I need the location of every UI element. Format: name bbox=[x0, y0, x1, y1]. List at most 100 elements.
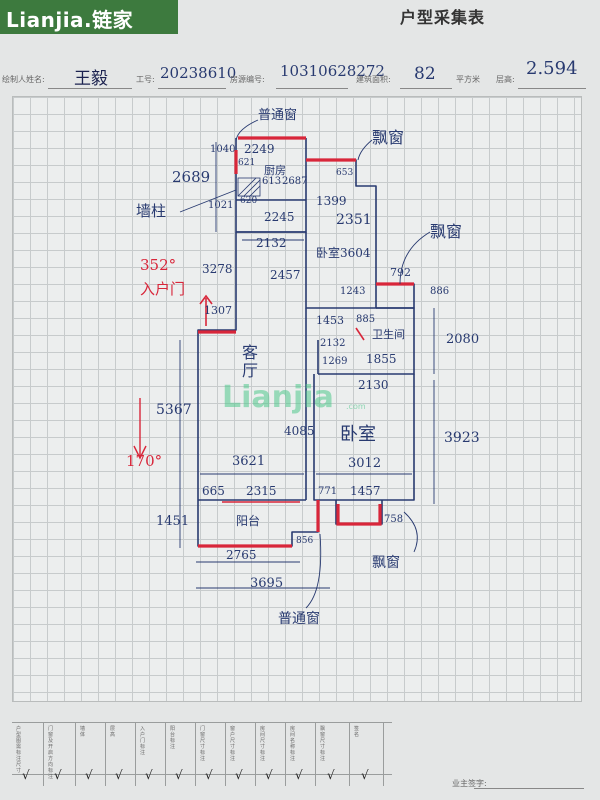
label-kitchen: 厨房 bbox=[264, 164, 286, 177]
living-room-left-wall bbox=[197, 232, 237, 506]
dim-2687: 2687 bbox=[282, 176, 308, 187]
table-row-border bbox=[12, 774, 392, 775]
dim-2130: 2130 bbox=[358, 378, 389, 392]
window-bottom-right-red bbox=[336, 504, 382, 526]
dim-1021: 1021 bbox=[208, 200, 234, 211]
dim-620: 620 bbox=[240, 196, 258, 206]
dim-5367: 5367 bbox=[156, 402, 192, 418]
dim-2249: 2249 bbox=[244, 142, 275, 156]
pillar-hatch-3 bbox=[249, 185, 261, 197]
label-window-right-mid: 飘窗 bbox=[430, 222, 463, 241]
dim-2080: 2080 bbox=[446, 332, 480, 347]
table-col-0: 户型图需标注尺寸√ bbox=[12, 722, 44, 786]
label-bathroom: 卫生间 bbox=[372, 328, 405, 341]
dim-1457: 1457 bbox=[350, 484, 381, 498]
orientation-arrow-head bbox=[133, 445, 147, 460]
house-id-value: 10310628272 bbox=[280, 62, 385, 80]
table-col-5: 阳台标注√ bbox=[166, 722, 196, 786]
wall-pillar-box bbox=[237, 177, 261, 197]
dim-2457: 2457 bbox=[270, 268, 301, 282]
label-orientation: 170° bbox=[126, 452, 163, 470]
dim-1307: 1307 bbox=[204, 304, 232, 317]
surveyor-value: 王毅 bbox=[74, 69, 108, 89]
table-top-border bbox=[12, 722, 392, 723]
bay-window-bottom-walls bbox=[335, 500, 383, 525]
dim-885: 885 bbox=[356, 314, 376, 325]
label-wall-pillar: 墙柱 bbox=[136, 202, 167, 220]
label-bedroom-main: 卧室3604 bbox=[316, 246, 371, 260]
label-balcony: 阳台 bbox=[236, 514, 261, 528]
table-col-6: 门窗尺寸标注√ bbox=[196, 722, 226, 786]
dim-2132b: 2132 bbox=[320, 338, 346, 349]
lianjia-logo: Lianjia.链家 bbox=[0, 0, 178, 34]
staff-id-line bbox=[158, 88, 226, 89]
dim-613: 613 bbox=[262, 176, 282, 187]
leader-window-bottom-right bbox=[403, 511, 418, 553]
dim-758: 758 bbox=[384, 514, 404, 525]
owner-signature-label: 业主签字: bbox=[452, 779, 487, 788]
surveyor-label: 绘制人姓名: bbox=[2, 75, 45, 84]
bedroom-main-window-walls bbox=[376, 283, 415, 309]
dim-856: 856 bbox=[296, 536, 314, 546]
checklist-table: 户型图需标注尺寸√ 门窗及开启方向标注√ 墙体√ 层高√ 入户门标注√ 阳台标注… bbox=[12, 722, 598, 800]
leader-window-right-mid bbox=[399, 231, 431, 285]
dim-4085: 4085 bbox=[284, 424, 315, 438]
lianjia-watermark: Lianjia bbox=[222, 380, 334, 415]
dim-1399: 1399 bbox=[316, 194, 347, 208]
house-id-line bbox=[276, 88, 348, 89]
owner-signature-line bbox=[474, 788, 584, 789]
dim-1451: 1451 bbox=[156, 514, 190, 529]
label-entrance-angle: 352° bbox=[140, 256, 177, 274]
label-window-top-right: 飘窗 bbox=[372, 128, 405, 147]
dim-2351: 2351 bbox=[336, 212, 372, 228]
staff-id-value: 20238610 bbox=[160, 64, 237, 82]
dim-886: 886 bbox=[430, 286, 450, 297]
label-window-top: 普通窗 bbox=[258, 108, 298, 123]
floor-height-value: 2.594 bbox=[526, 58, 578, 79]
form-title: 户型采集表 bbox=[400, 8, 486, 27]
grid-paper bbox=[12, 96, 582, 702]
table-col-3: 层高√ bbox=[106, 722, 136, 786]
arrow-bathroom bbox=[355, 327, 365, 341]
area-unit: 平方米 bbox=[456, 75, 480, 84]
arrow-entrance-head bbox=[199, 294, 213, 305]
label-living-room: 客厅 bbox=[242, 343, 259, 380]
dim-2765: 2765 bbox=[226, 548, 257, 562]
table-col-8: 房间尺寸标注√ bbox=[256, 722, 286, 786]
house-id-label: 房源编号: bbox=[230, 75, 265, 84]
pillar-hatch-2 bbox=[243, 179, 261, 197]
dim-2245: 2245 bbox=[264, 210, 295, 224]
dim-3012: 3012 bbox=[348, 456, 382, 471]
dim-3923: 3923 bbox=[444, 430, 480, 446]
dim-1453: 1453 bbox=[316, 314, 344, 327]
dim-3278: 3278 bbox=[202, 262, 233, 276]
dim-665: 665 bbox=[202, 484, 225, 498]
area-value: 82 bbox=[414, 64, 436, 84]
dim-3621: 3621 bbox=[232, 454, 266, 469]
surveyor-line bbox=[48, 88, 132, 89]
label-bedroom-second: 卧室 bbox=[340, 424, 376, 445]
leader-window-top bbox=[235, 119, 259, 143]
leader-wall-pillar bbox=[179, 189, 237, 213]
dim-2132a: 2132 bbox=[256, 236, 287, 250]
area-label: 建筑面积: bbox=[356, 75, 391, 84]
table-col-10: 飘窗尺寸标注√ bbox=[316, 722, 350, 786]
staff-id-label: 工号: bbox=[136, 75, 155, 84]
dim-771: 771 bbox=[318, 486, 338, 497]
table-col-2: 墙体√ bbox=[76, 722, 106, 786]
leader-window-bottom bbox=[305, 533, 322, 609]
dim-1040: 1040 bbox=[210, 144, 236, 155]
table-col-1: 门窗及开启方向标注√ bbox=[44, 722, 76, 786]
dim-3695: 3695 bbox=[250, 576, 284, 591]
label-entrance: 入户门 bbox=[140, 280, 186, 298]
label-window-bottom: 普通窗 bbox=[278, 611, 320, 627]
dim-1855: 1855 bbox=[366, 352, 397, 366]
dim-2315: 2315 bbox=[246, 484, 277, 498]
lianjia-watermark-sub: .com bbox=[346, 402, 366, 411]
dim-792: 792 bbox=[390, 266, 411, 279]
floor-height-label: 层高: bbox=[496, 75, 515, 84]
label-window-bottom-right: 飘窗 bbox=[372, 555, 400, 571]
table-col-11: 签名√ bbox=[350, 722, 384, 786]
